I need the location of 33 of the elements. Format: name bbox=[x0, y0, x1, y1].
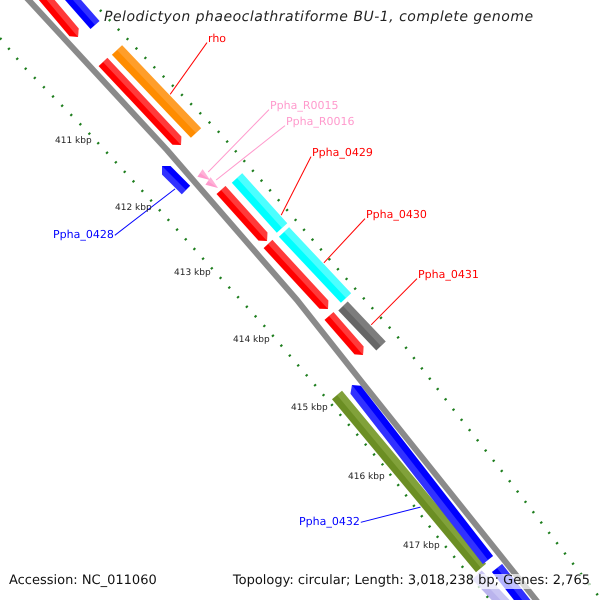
gene-feature bbox=[278, 227, 352, 303]
position-label: 411 kbp bbox=[55, 136, 92, 146]
leader-line bbox=[170, 42, 208, 95]
gene-feature bbox=[338, 302, 386, 350]
gene-label: Ppha_0431 bbox=[418, 269, 479, 282]
gene-feature bbox=[162, 166, 190, 194]
gene-label: Ppha_R0016 bbox=[286, 116, 354, 129]
gene-feature bbox=[232, 173, 288, 233]
gene-feature bbox=[197, 169, 210, 180]
gene-label: rho bbox=[208, 33, 226, 46]
position-label: 412 kbp bbox=[115, 203, 152, 214]
info-text: Topology: circular; Length: 3,018,238 bp; Genes: 2,765 bbox=[232, 574, 590, 589]
gene-label: Ppha_0428 bbox=[53, 229, 114, 242]
info-text: Accession: NC_011060 bbox=[9, 574, 157, 589]
leader-line bbox=[280, 156, 312, 216]
gene-feature bbox=[112, 45, 202, 138]
gene-feature bbox=[205, 177, 218, 188]
gene-label: Ppha_R0015 bbox=[270, 100, 338, 113]
leader-line bbox=[114, 188, 176, 236]
position-label: 416 kbp bbox=[348, 472, 385, 482]
position-label: 415 kbp bbox=[291, 403, 328, 414]
leader-line bbox=[360, 506, 421, 523]
position-label: 414 kbp bbox=[233, 335, 270, 346]
gene-label: Ppha_0430 bbox=[366, 209, 427, 222]
leader-line bbox=[208, 109, 270, 172]
leader-line bbox=[370, 278, 418, 326]
gene-label: Ppha_0429 bbox=[312, 147, 373, 160]
leader-line bbox=[323, 218, 366, 264]
position-label: 413 kbp bbox=[174, 268, 211, 278]
map-title: Pelodictyon phaeoclathratiforme BU-1, complete genome bbox=[104, 9, 534, 26]
gene-label: Ppha_0432 bbox=[299, 516, 360, 529]
leader-line bbox=[216, 125, 286, 180]
position-label: 417 kbp bbox=[403, 541, 440, 552]
